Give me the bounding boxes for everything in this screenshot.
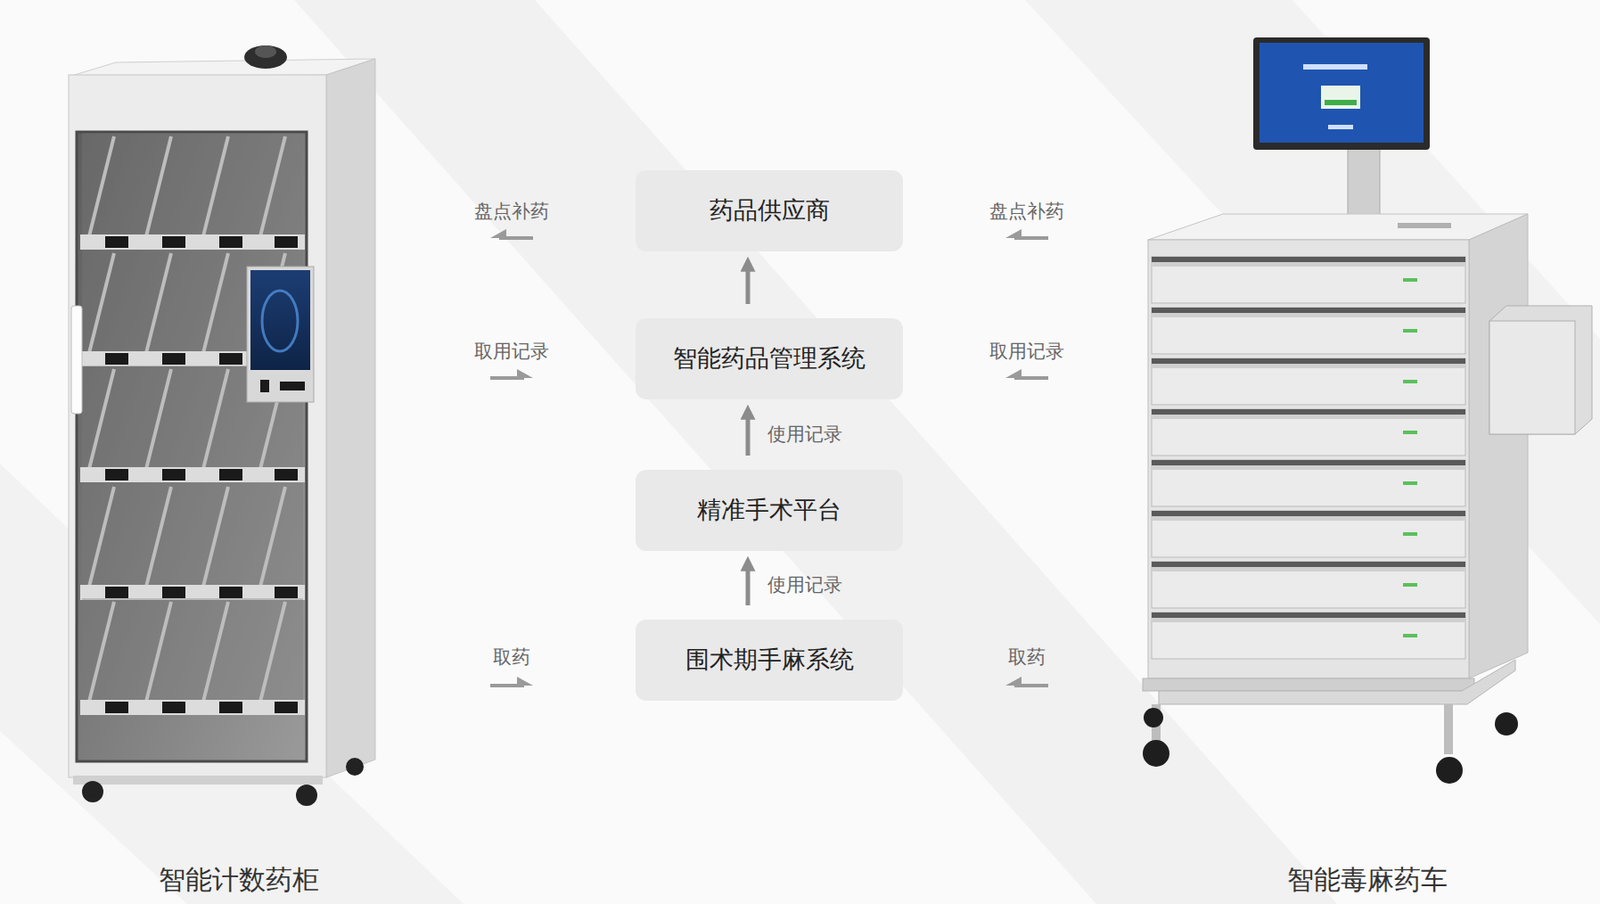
narcotic-cart [1142, 37, 1592, 784]
monitor [1259, 42, 1424, 143]
camera [244, 45, 288, 69]
flow-label: 盘点补药 [474, 200, 550, 223]
side-arrow [1005, 676, 1022, 686]
touch-screen [262, 290, 298, 352]
touch-screen [250, 270, 311, 370]
device-name: 智能毒麻药车 [1287, 863, 1448, 896]
monitor-pole [1347, 147, 1380, 220]
narcotic-cart [1148, 213, 1528, 240]
monitor [1328, 124, 1354, 130]
arrow-label: 使用记录 [767, 574, 843, 597]
door-handle [71, 305, 83, 414]
flow-arrow [746, 565, 751, 606]
wheel [295, 784, 318, 806]
box-text: 精准手术平台 [697, 495, 842, 525]
narcotic-cart [1397, 222, 1452, 229]
narcotic-cart [1151, 307, 1466, 354]
flow-label: 盘点补药 [989, 200, 1065, 223]
side-box [1489, 305, 1592, 435]
process-box: 智能药品管理系统 [635, 318, 903, 400]
monitor [1253, 37, 1430, 150]
camera [254, 45, 277, 58]
flow-label: 取药 [492, 646, 531, 669]
wheel [345, 757, 364, 776]
side-box [1489, 320, 1576, 435]
side-arrow [490, 229, 1049, 686]
wheel [1435, 756, 1463, 784]
side-arrow [516, 676, 534, 686]
wheel [1142, 739, 1170, 767]
cart-base [1142, 678, 1475, 691]
process-box: 药品供应商 [635, 170, 903, 252]
side-arrow [490, 229, 507, 238]
flow-label: 取药 [1008, 646, 1046, 669]
monitor [1321, 85, 1361, 109]
narcotic-cart [1151, 561, 1466, 608]
narcotic-cart [1148, 239, 1469, 679]
monitor [1324, 99, 1357, 106]
box-text: 围术期手麻系统 [685, 645, 854, 674]
flow-arrow [746, 413, 751, 456]
arrow-label: 使用记录 [767, 423, 843, 446]
narcotic-cart [1151, 612, 1466, 659]
box-text: 智能药品管理系统 [672, 344, 866, 373]
narcotic-cart [1151, 510, 1466, 558]
card-reader [260, 379, 270, 393]
counting-cabinet [68, 74, 327, 778]
counting-cabinet [73, 775, 323, 785]
cart-base [1444, 704, 1453, 755]
process-box: 围术期手麻系统 [635, 619, 903, 701]
box-text: 药品供应商 [709, 196, 830, 225]
narcotic-cart [1151, 358, 1466, 405]
control-panel [246, 266, 314, 403]
wheel [82, 780, 104, 803]
device-name: 智能计数药柜 [158, 863, 320, 896]
narcotic-cart [1151, 459, 1466, 507]
narcotic-cart [1151, 256, 1466, 304]
card-reader [279, 381, 305, 391]
side-arrow [1005, 369, 1022, 378]
counting-cabinet [326, 58, 376, 778]
counting-cabinet [80, 598, 305, 715]
monitor [1303, 64, 1368, 70]
narcotic-cart [1151, 409, 1466, 456]
flow-label: 取用记录 [989, 340, 1065, 363]
cart-base [1158, 659, 1516, 705]
glass-door [76, 131, 307, 762]
flow-label: 取用记录 [474, 340, 550, 363]
side-arrow [1005, 229, 1022, 238]
side-arrow [516, 369, 534, 378]
counting-cabinet [80, 483, 305, 600]
wheel [1494, 712, 1518, 736]
narcotic-cart [1468, 213, 1528, 679]
flow-arrow [746, 265, 751, 304]
process-box: 精准手术平台 [635, 469, 903, 551]
wheel [1143, 707, 1164, 728]
counting-cabinet [80, 132, 305, 250]
counting-cabinet [68, 45, 376, 806]
